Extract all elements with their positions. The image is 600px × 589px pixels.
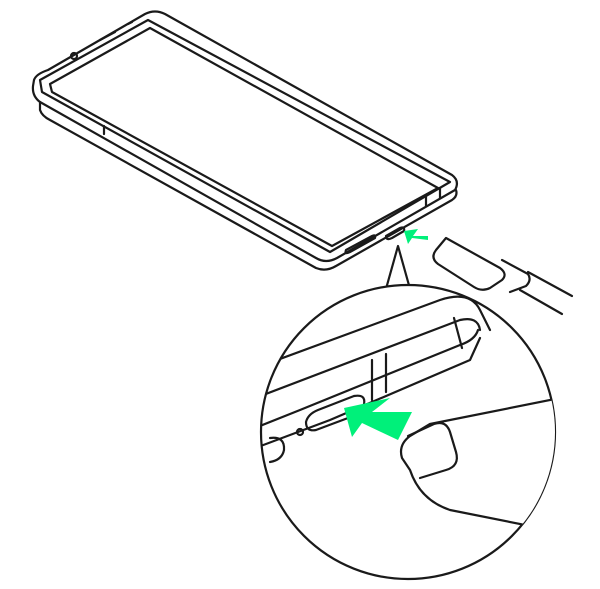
arrow-large	[344, 398, 412, 440]
arrow-small	[404, 229, 428, 244]
callout-pointer	[382, 244, 414, 298]
usb-c-cable-small	[432, 236, 574, 316]
phone	[31, 10, 459, 271]
